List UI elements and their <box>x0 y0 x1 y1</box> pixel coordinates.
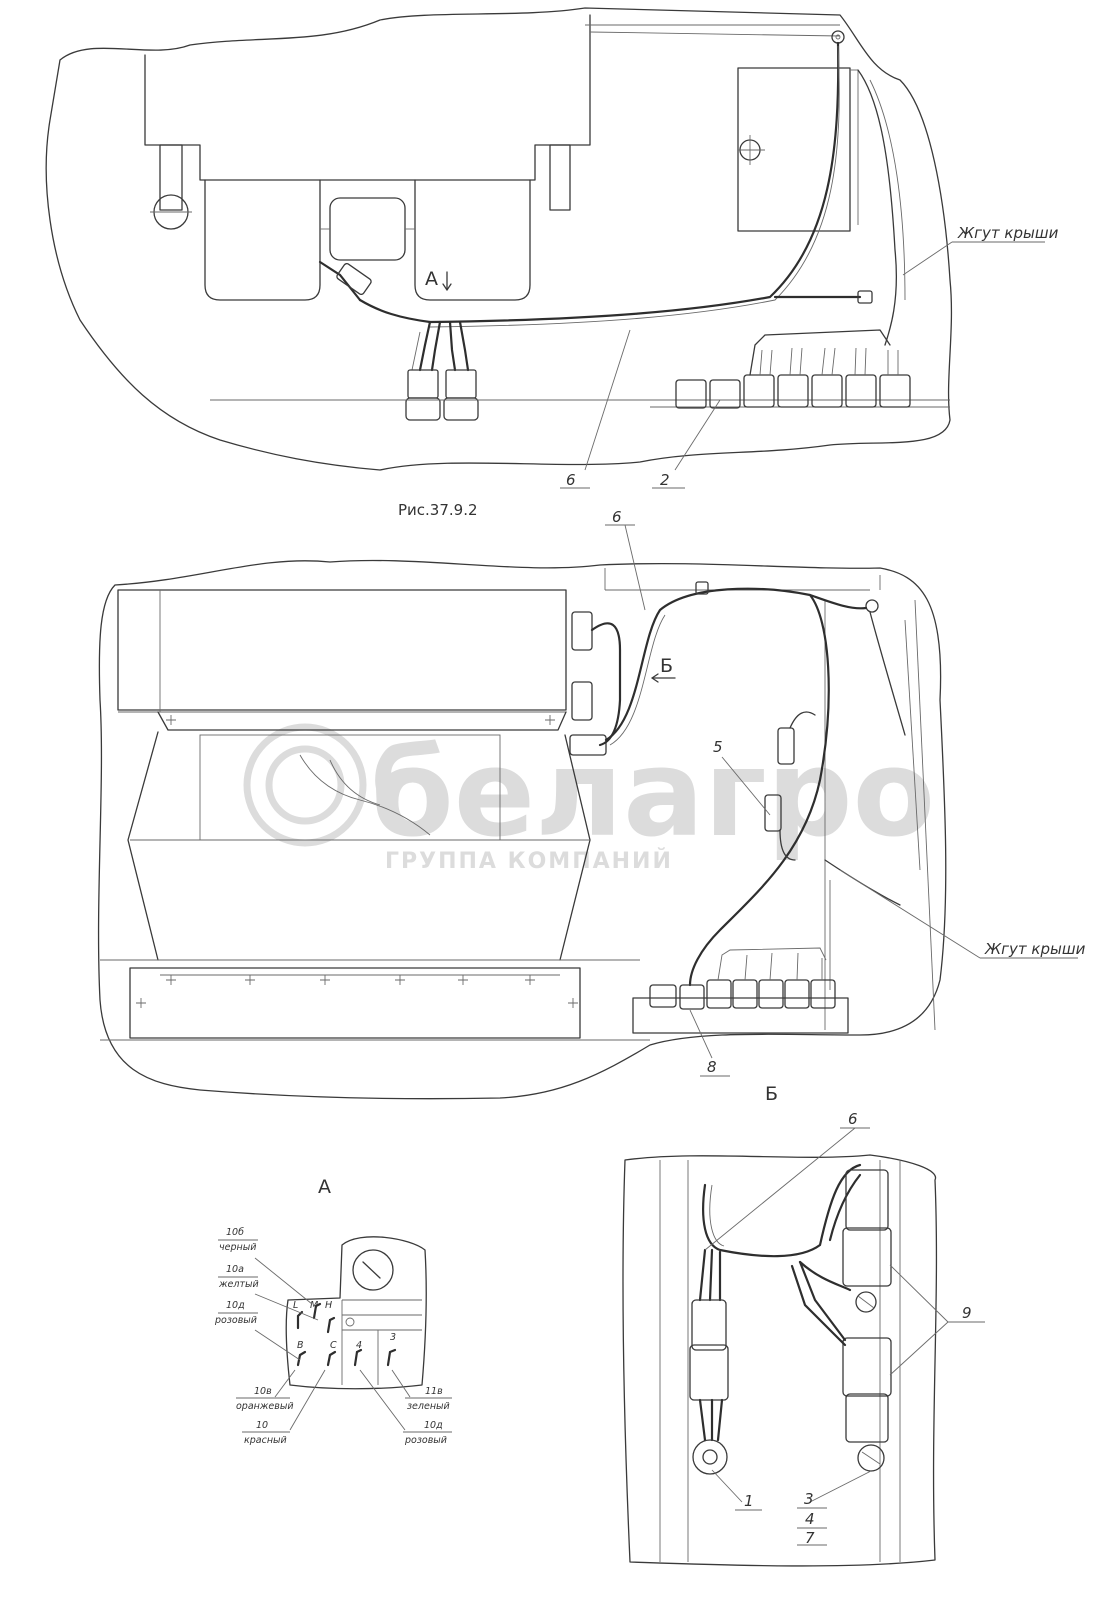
terminal-B: B <box>297 1340 304 1351</box>
view-a-arrow-letter: А <box>425 268 438 290</box>
view-b-title: Б <box>765 1083 778 1105</box>
view-b-detail: 6 9 1 3 4 7 <box>622 1110 985 1567</box>
callout-3: 3 <box>804 1490 814 1508</box>
view-a-outline <box>285 1236 427 1390</box>
terminal-L: L <box>293 1300 298 1311</box>
callout-1: 1 <box>744 1492 754 1510</box>
callout-6-b: 6 <box>848 1110 858 1128</box>
top-view-outline <box>45 7 953 471</box>
watermark-subtitle: ГРУППА КОМПАНИЙ <box>385 848 673 874</box>
terminal-M: M <box>310 1300 318 1311</box>
middle-view: Б 6 5 8 Жгут крыши <box>97 508 1086 1100</box>
middle-view-outline <box>97 559 947 1100</box>
watermark: белагро ГРУППА КОМПАНИЙ <box>243 723 935 874</box>
view-a-detail: L M H B C 4 3 10б черный 10а желтый 10д … <box>214 1227 452 1446</box>
callout-5: 5 <box>713 738 723 756</box>
wire-10b-number: 10б <box>226 1227 244 1238</box>
wire-10a-color: желтый <box>218 1279 259 1290</box>
wire-11v-number: 11в <box>425 1386 443 1397</box>
view-b-outline <box>622 1154 938 1567</box>
wire-10d-right-color: розовый <box>404 1435 447 1446</box>
terminal-3: 3 <box>390 1332 396 1343</box>
watermark-brand: белагро <box>370 725 935 864</box>
view-b-arrow-letter: Б <box>660 655 673 677</box>
callout-6-top: 6 <box>566 471 576 489</box>
callout-2: 2 <box>660 471 670 489</box>
figure-caption: Рис.37.9.2 <box>398 501 478 519</box>
terminal-C: C <box>330 1340 337 1351</box>
top-view: А 6 2 Жгут крыши <box>45 7 1059 489</box>
callout-9: 9 <box>962 1304 972 1322</box>
callout-4: 4 <box>805 1510 815 1528</box>
wire-10v-color: оранжевый <box>236 1401 294 1412</box>
callout-harness-mid: Жгут крыши <box>984 940 1086 958</box>
terminal-4: 4 <box>356 1340 362 1351</box>
middle-switch-row <box>632 947 849 1034</box>
wire-10-number: 10 <box>256 1420 268 1431</box>
wire-10v-number: 10в <box>254 1386 272 1397</box>
top-switch-row <box>675 329 911 409</box>
callout-8: 8 <box>707 1058 717 1076</box>
wire-10d-right-number: 10д <box>424 1420 443 1431</box>
wire-11v-color: зеленый <box>407 1401 450 1412</box>
terminal-H: H <box>325 1300 332 1311</box>
callout-harness-top: Жгут крыши <box>957 224 1059 242</box>
view-a-title: А <box>318 1176 331 1198</box>
wire-10b-color: черный <box>219 1242 256 1253</box>
wire-10-color: красный <box>244 1435 287 1446</box>
callout-6-mid: 6 <box>612 508 622 526</box>
wire-10a-number: 10а <box>226 1264 244 1275</box>
wire-10d-left-color: розовый <box>214 1315 257 1326</box>
callout-7: 7 <box>805 1529 815 1547</box>
wire-10d-left-number: 10д <box>226 1300 245 1311</box>
